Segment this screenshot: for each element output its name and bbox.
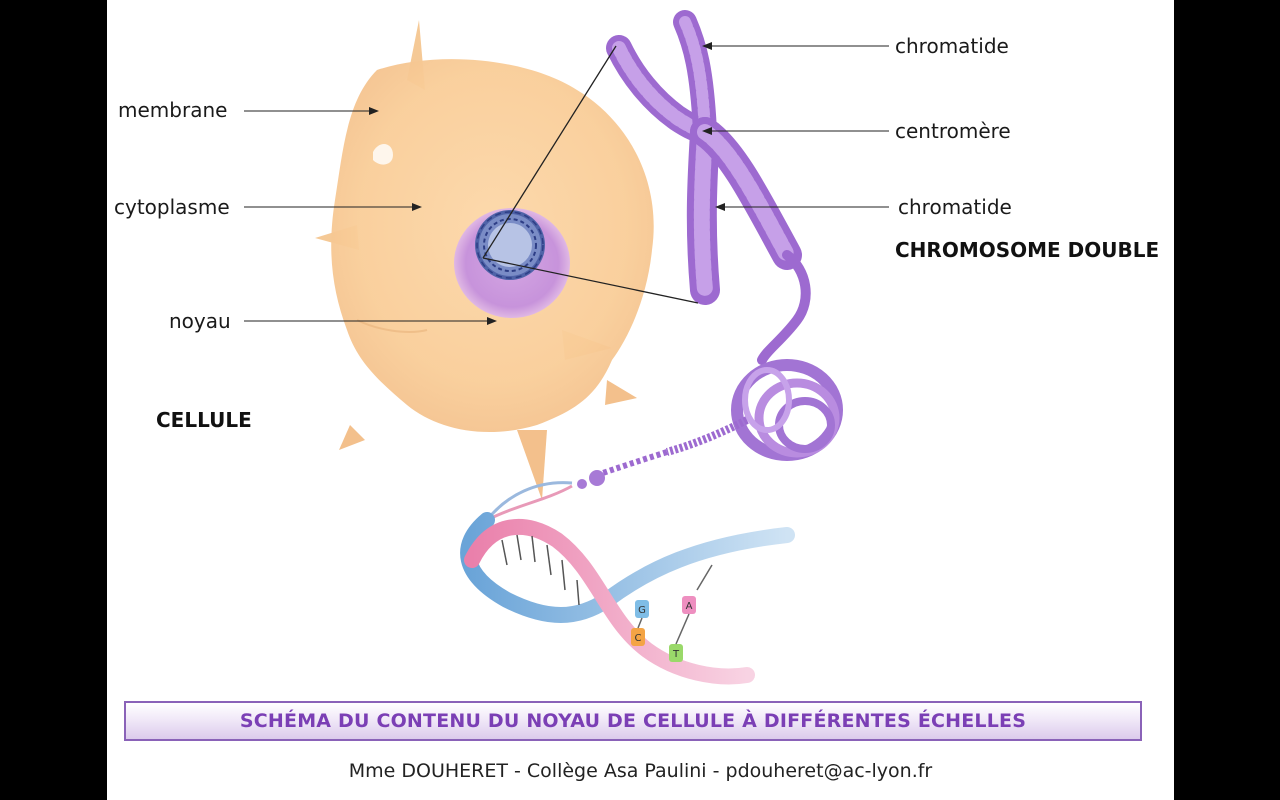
title-banner: SCHÉMA DU CONTENU DU NOYAU DE CELLULE À … — [124, 701, 1142, 741]
dna-double-helix — [460, 481, 795, 685]
label-chromosome-double: CHROMOSOME DOUBLE — [895, 238, 1160, 262]
label-centromere: centromère — [895, 119, 1011, 143]
diagram-slide: G A C T membrane cytoplasme noyau CELLUL… — [107, 0, 1174, 800]
dna-base-g: G — [638, 605, 646, 616]
label-cytoplasme: cytoplasme — [114, 195, 230, 219]
label-chromatide-top: chromatide — [895, 34, 1009, 58]
diagram-illustration: G A C T — [244, 10, 889, 685]
label-chromatide-bottom: chromatide — [898, 195, 1012, 219]
label-noyau: noyau — [169, 309, 231, 333]
base-pair-right — [669, 564, 713, 662]
dna-base-t: T — [672, 649, 680, 660]
banner-title: SCHÉMA DU CONTENU DU NOYAU DE CELLULE À … — [239, 710, 1027, 732]
base-pair-left — [631, 600, 649, 646]
label-membrane: membrane — [118, 98, 228, 122]
zoom-lines — [482, 45, 699, 304]
chromatin-supercoil — [577, 359, 843, 489]
label-cellule: CELLULE — [156, 408, 252, 432]
nucleus — [454, 208, 570, 318]
label-arrows — [244, 42, 889, 325]
dna-base-c: C — [635, 633, 642, 644]
footer-credit: Mme DOUHERET - Collège Asa Paulini - pdo… — [348, 760, 933, 782]
dna-base-a: A — [686, 601, 693, 612]
chromosome-double — [606, 10, 811, 365]
